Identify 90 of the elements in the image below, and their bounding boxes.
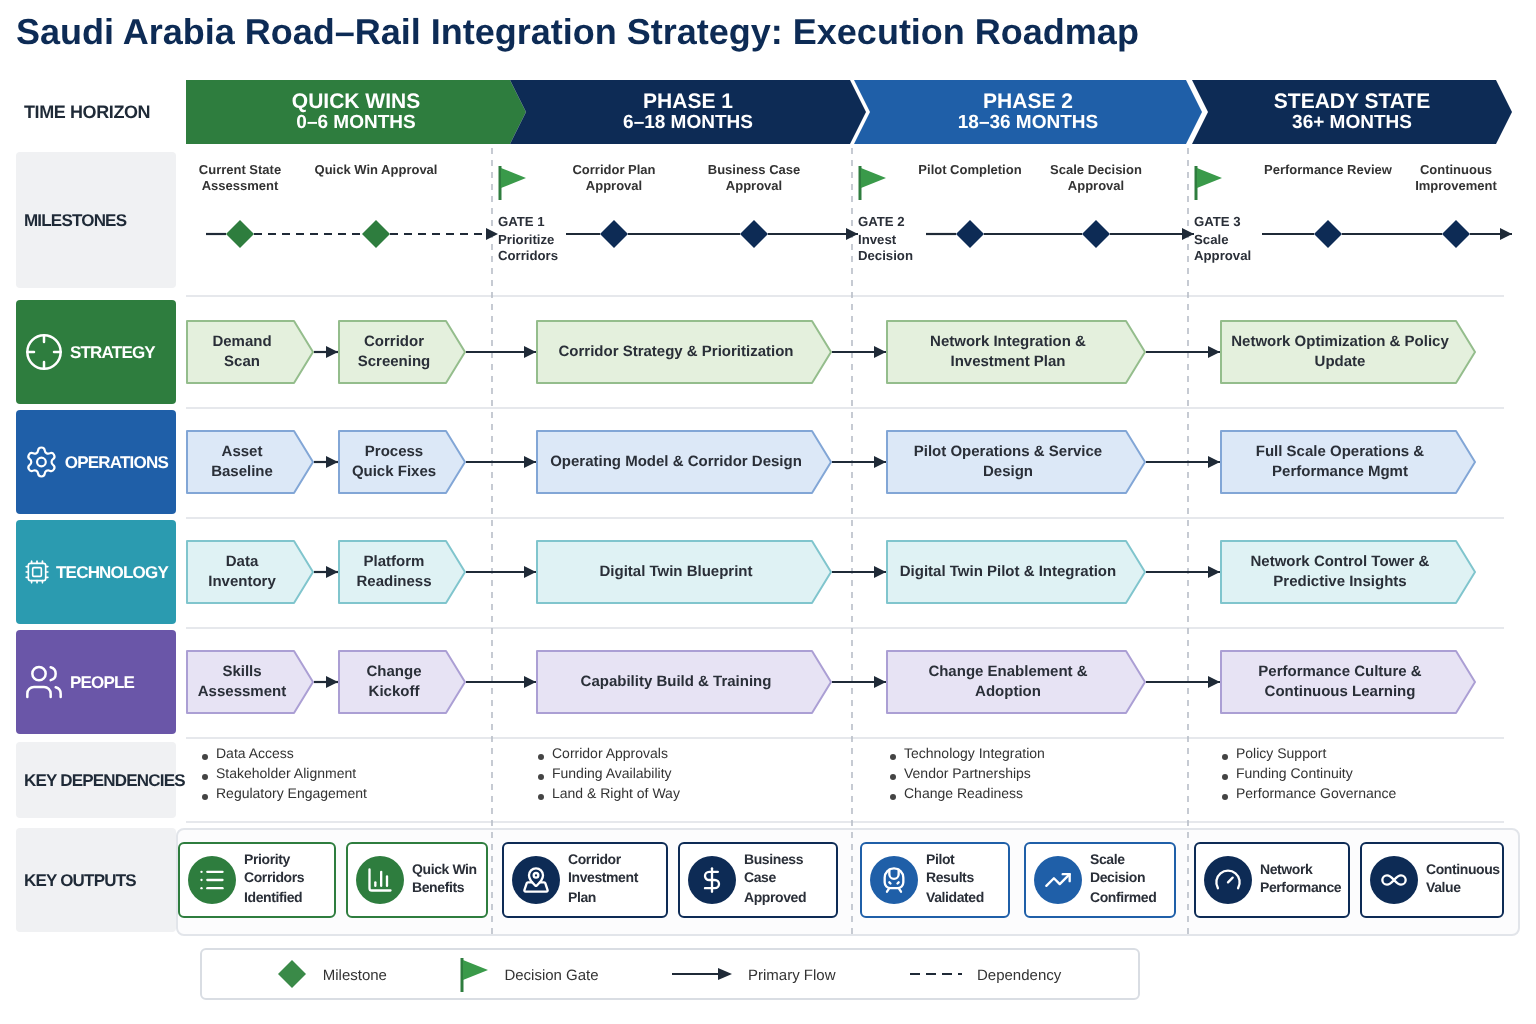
phase-banner [186, 80, 526, 144]
row-label: KEY OUTPUTS [24, 870, 136, 890]
arrow [314, 676, 338, 688]
process-step [536, 320, 832, 384]
process-step [186, 650, 314, 714]
arrow [832, 566, 886, 578]
output-card [860, 842, 1010, 918]
phase-duration: 18–36 MONTHS [957, 113, 1099, 135]
milestone-diamond [1442, 220, 1470, 248]
arrow [466, 676, 536, 688]
phase-duration: 0–6 MONTHS [296, 113, 416, 135]
phase-title: QUICK WINS [291, 89, 421, 114]
connector-line [628, 232, 740, 236]
row-label: MILESTONES [24, 210, 127, 230]
connector-line [926, 232, 956, 236]
milestone-diamond [740, 220, 768, 248]
connector-line [1262, 232, 1314, 236]
phase-title: PHASE 2 [983, 89, 1073, 114]
arrow [1146, 566, 1220, 578]
arrow [1110, 228, 1194, 240]
process-step [536, 430, 832, 494]
process-step [186, 540, 314, 604]
process-step [338, 320, 466, 384]
output-card [1024, 842, 1176, 918]
arrow [314, 456, 338, 468]
milestone-diamond [600, 220, 628, 248]
row-label: STRATEGY [70, 342, 155, 362]
row-header [16, 520, 176, 624]
dashed-line [254, 232, 362, 236]
process-step [536, 650, 832, 714]
milestone-diamond [956, 220, 984, 248]
output-card [178, 842, 336, 918]
phase-banner [854, 80, 1202, 144]
arrow [314, 346, 338, 358]
process-step [1220, 650, 1476, 714]
process-step [886, 650, 1146, 714]
output-card [1194, 842, 1350, 918]
row-header [16, 828, 176, 932]
process-step [536, 540, 832, 604]
arrow [314, 566, 338, 578]
phase-duration: 6–18 MONTHS [623, 113, 753, 135]
arrow [768, 228, 858, 240]
row-label: PEOPLE [70, 672, 135, 692]
row-header [16, 410, 176, 514]
milestone-diamond [1314, 220, 1342, 248]
phase-title: STEADY STATE [1273, 89, 1431, 114]
process-step [338, 430, 466, 494]
phase-banner [1192, 80, 1512, 144]
arrow [832, 456, 886, 468]
dashed-arrow [390, 228, 498, 240]
row-label: KEY DEPENDENCIES [24, 770, 185, 790]
row-label: TIME HORIZON [24, 102, 151, 122]
phase-title: PHASE 1 [643, 89, 733, 114]
arrow [466, 456, 536, 468]
process-step [338, 650, 466, 714]
connector-line [1342, 232, 1442, 236]
process-step [1220, 430, 1476, 494]
connector-line [984, 232, 1082, 236]
process-step [186, 320, 314, 384]
row-label: TECHNOLOGY [56, 562, 168, 582]
phase-duration: 36+ MONTHS [1292, 113, 1412, 135]
connector-line [206, 232, 226, 236]
process-step [886, 430, 1146, 494]
milestone-diamond [362, 220, 390, 248]
milestone-diamond [1082, 220, 1110, 248]
output-card [1360, 842, 1504, 918]
output-card [346, 842, 488, 918]
process-step [1220, 320, 1476, 384]
process-step [186, 430, 314, 494]
arrow [1470, 228, 1512, 240]
row-header [16, 300, 176, 404]
process-step [338, 540, 466, 604]
milestone-diamond [226, 220, 254, 248]
arrow [466, 346, 536, 358]
process-step [1220, 540, 1476, 604]
arrow [1146, 456, 1220, 468]
row-label: OPERATIONS [64, 452, 168, 472]
output-card [678, 842, 838, 918]
arrow [1146, 346, 1220, 358]
phase-banner [510, 80, 866, 144]
arrow [832, 676, 886, 688]
diagram-title: Saudi Arabia Road–Rail Integration Strategy: Execution Roadmap [16, 12, 1139, 54]
process-step [886, 540, 1146, 604]
arrow [466, 566, 536, 578]
arrow [1146, 676, 1220, 688]
connector-line [566, 232, 600, 236]
row-header [16, 630, 176, 734]
process-step [886, 320, 1146, 384]
arrow [832, 346, 886, 358]
output-card [502, 842, 668, 918]
